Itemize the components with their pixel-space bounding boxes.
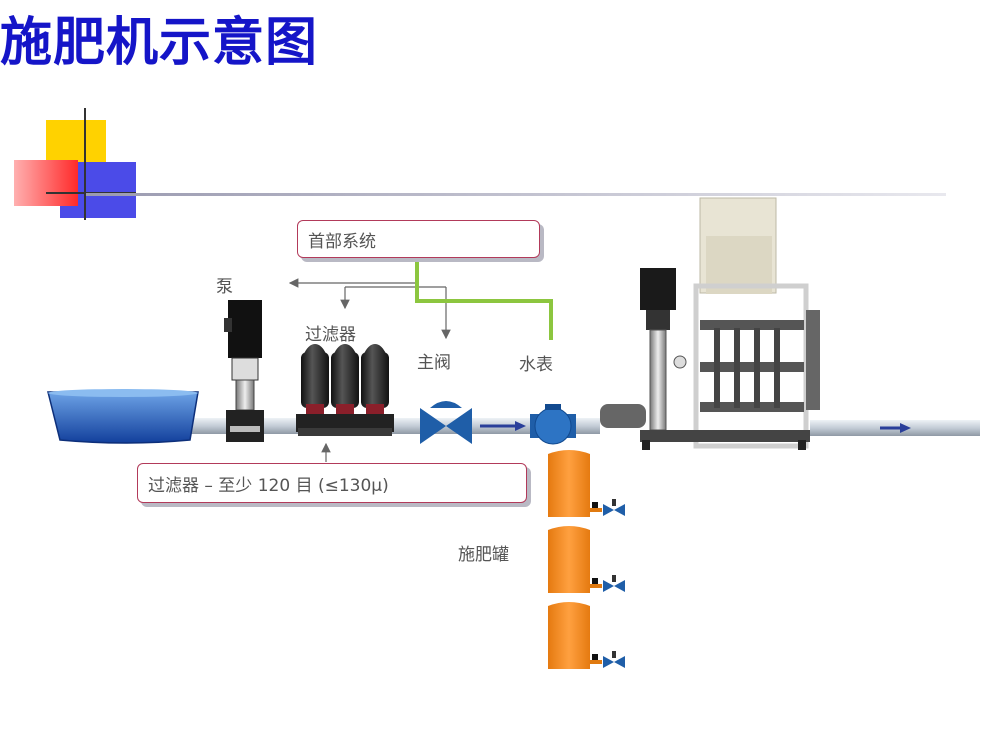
fertilizer-tank-3	[548, 602, 625, 669]
filter-note-callout: 过滤器 – 至少 120 目 (≤130μ)	[137, 463, 527, 503]
filter-group	[296, 344, 394, 436]
water-meter-graphic	[530, 404, 576, 445]
main-valve-label: 主阀	[417, 353, 451, 373]
page-title: 施肥机示意图	[0, 12, 319, 73]
pump-graphic	[224, 300, 264, 442]
head-system-text: 首部系统	[308, 231, 376, 252]
filter-note-text: 过滤器 – 至少 120 目 (≤130μ)	[148, 475, 389, 496]
fertilizer-tank-1	[548, 450, 625, 517]
pump-label: 泵	[216, 277, 233, 297]
main-valve-graphic	[420, 401, 472, 444]
corner-decoration	[0, 0, 150, 230]
main-pipe	[190, 418, 600, 434]
water-meter-label: 水表	[519, 355, 553, 375]
title-underline	[86, 193, 946, 196]
water-meter-leader	[415, 258, 553, 340]
filter-label: 过滤器	[305, 325, 356, 345]
head-system-callout: 首部系统	[297, 220, 540, 258]
fertilizer-tank-2	[548, 526, 625, 593]
water-reservoir	[47, 389, 199, 444]
fertigation-machine-graphic	[600, 197, 820, 450]
fertilizer-tank-label: 施肥罐	[458, 545, 509, 565]
